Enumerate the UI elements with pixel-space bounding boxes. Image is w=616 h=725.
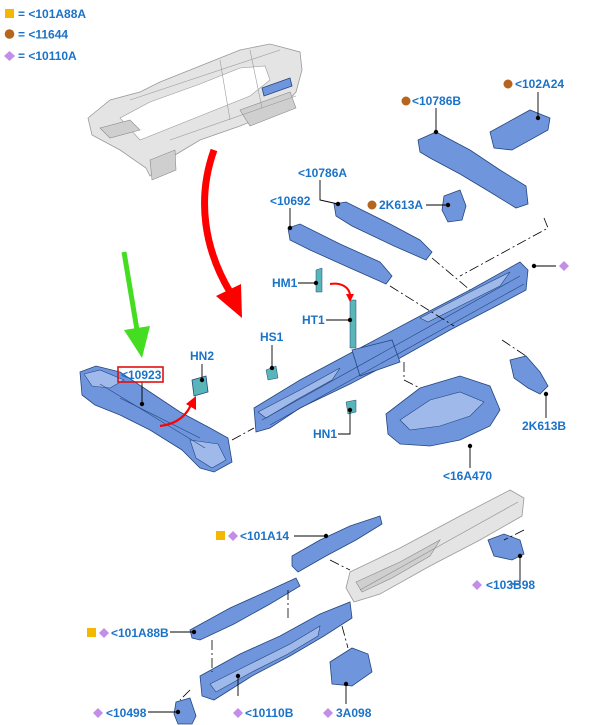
label-2k613b[interactable]: 2K613B (522, 419, 566, 433)
overview-frame-grey (87, 43, 303, 181)
label-10498[interactable]: <10498 (106, 706, 147, 720)
label-102a24[interactable]: <102A24 (515, 77, 564, 91)
leaders (139, 92, 556, 715)
assembly-lines-middle (231, 217, 549, 441)
legend-diamond-marker (4, 51, 15, 61)
legend: = <101A88A = <11644 = <10110A (4, 7, 86, 63)
assembly-lines-lower (179, 529, 525, 701)
marker-circle-2k613a (367, 200, 377, 210)
floor-pan-inner (399, 391, 485, 431)
label-101a88b[interactable]: <101A88B (111, 626, 169, 640)
label-101a14[interactable]: <101A14 (240, 529, 289, 543)
part-labels: <10786B <102A24 <10786A <10692 2K613A HM… (106, 77, 566, 720)
label-ht1[interactable]: HT1 (302, 313, 325, 327)
label-16a470[interactable]: <16A470 (443, 469, 492, 483)
label-10692[interactable]: <10692 (270, 194, 311, 208)
marker-diamond-10498 (93, 708, 103, 718)
ht1-bolt (349, 299, 357, 349)
label-10786a[interactable]: <10786A (298, 166, 347, 180)
marker-diamond-frame (559, 261, 569, 271)
legend-text-circle: = <11644 (18, 28, 68, 42)
bracket-102a24 (489, 109, 551, 151)
marker-circle-10786b (401, 96, 411, 106)
label-10110b[interactable]: <10110B (245, 706, 294, 720)
label-hn2[interactable]: HN2 (190, 349, 214, 363)
rail-101a14 (291, 515, 383, 573)
label-hs1[interactable]: HS1 (260, 330, 284, 344)
legend-circle-marker (4, 29, 15, 39)
bracket-2k613a (441, 189, 467, 223)
marker-diamond-10110b (233, 708, 243, 718)
rail-10786a (333, 201, 433, 261)
overview-highlight-part (261, 77, 293, 97)
marker-circle-102a24 (503, 79, 513, 89)
hm1-fastener (315, 267, 323, 293)
label-2k613a[interactable]: 2K613A (379, 198, 423, 212)
markers (87, 79, 569, 718)
marker-square-101a88b (87, 628, 96, 637)
marker-diamond-101a88b (99, 628, 109, 638)
legend-text-diamond: = <10110A (18, 49, 77, 63)
hn2-bracket (191, 375, 209, 397)
red-small-arrow (159, 396, 196, 428)
rail-10692 (287, 223, 393, 285)
rail-10110b-inner (209, 625, 321, 693)
red-small-arrowhead-hm1 (346, 294, 354, 302)
label-hn1[interactable]: HN1 (313, 427, 337, 441)
bracket-2k613b (509, 355, 549, 395)
front-frame-section (79, 365, 233, 473)
green-arrow (121, 251, 150, 358)
marker-diamond-103b98 (472, 580, 482, 590)
rear-frame-grey (345, 489, 525, 603)
bracket-3a098 (329, 647, 373, 687)
main-frame-rail (253, 261, 529, 433)
label-10923[interactable]: <10923 (121, 368, 162, 382)
label-10786b[interactable]: <10786B (412, 94, 461, 108)
rail-10786b (417, 131, 529, 209)
label-hm1[interactable]: HM1 (272, 276, 298, 290)
marker-diamond-3a098 (323, 708, 333, 718)
bracket-103b98 (487, 533, 525, 561)
legend-text-square: = <101A88A (18, 7, 86, 21)
highlight-box-10923 (117, 366, 164, 383)
red-curved-arrow (201, 148, 242, 318)
label-103b98[interactable]: <103B98 (486, 578, 535, 592)
marker-square-101a14 (216, 531, 225, 540)
marker-diamond-101a14 (228, 531, 238, 541)
rail-101a88b (189, 577, 301, 641)
label-3a098[interactable]: 3A098 (336, 706, 372, 720)
bracket-10498 (173, 697, 197, 725)
legend-square-marker (5, 9, 14, 18)
